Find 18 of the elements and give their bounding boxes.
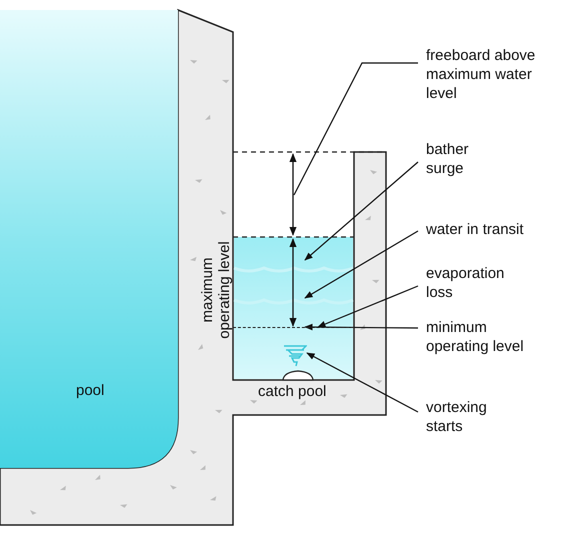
pool-label: pool [76,381,104,401]
dimension-label: maximum operating level [199,240,233,341]
callout-text: bather surge [418,140,498,178]
callout-text: vortexing starts [418,398,518,436]
leader-line [304,324,418,330]
vortex-icon [283,345,307,367]
pool-basin [0,10,178,468]
leader-line [306,352,418,413]
leader-line [293,62,418,196]
minimum-level-line [233,327,354,329]
callout-text: minimum operating level [418,318,546,356]
leader-line [304,230,418,299]
callout-text: freeboard above maximum water level [418,46,556,103]
callout-text: evaporation loss [418,264,528,302]
catch-pool-label: catch pool [258,382,326,402]
leader-line [317,285,418,328]
leader-line [304,162,418,261]
callout-text: water in transit [418,220,558,239]
